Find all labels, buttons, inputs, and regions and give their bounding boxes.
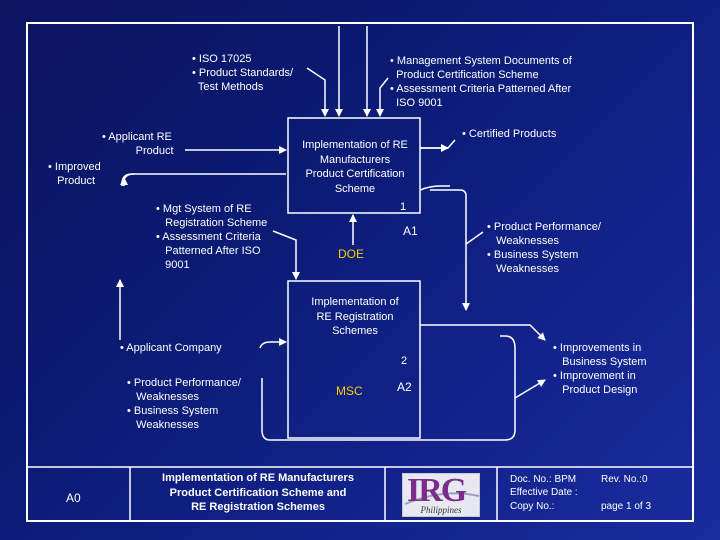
arrow-certified — [420, 139, 456, 149]
footer-rev-no: Rev. No.:0 — [601, 474, 648, 485]
box1-number: 1 — [400, 201, 407, 213]
box1-activity: A1 — [403, 224, 418, 238]
label-improvements: • Improvements in Business System • Impr… — [553, 342, 647, 396]
footer-doc-no: Doc. No.: BPM — [510, 474, 577, 485]
box2-activity: A2 — [397, 380, 412, 394]
diagram-frame — [26, 22, 694, 522]
label-right-performance: • Product Performance/ Weaknesses • Busi… — [487, 221, 601, 275]
input-iso-17025: • ISO 17025 — [192, 53, 252, 65]
process-box-2 — [287, 280, 421, 439]
label-mgt-system: • Mgt System of RE Registration Scheme •… — [156, 203, 268, 271]
box2-mechanism: MSC — [336, 384, 363, 398]
arrow-applicant-company — [259, 338, 287, 349]
arrow-improved-loop — [121, 173, 286, 186]
perf-connector — [465, 231, 484, 245]
label-improved-product: • Improved Product — [48, 161, 101, 187]
logo-swoosh-icon — [404, 492, 479, 505]
footer-page: page 1 of 3 — [601, 501, 652, 512]
logo-subtext: Philippines — [420, 505, 462, 515]
irg-logo: IRG Philippines — [402, 473, 480, 517]
box1-title: Implementation of RE Manufacturers Produ… — [302, 139, 408, 195]
input-mgmt-docs: • Management System Documents of Product… — [390, 55, 572, 81]
label-applicant-re-product: • Applicant RE Product — [102, 131, 174, 157]
input-product-standards: • Product Standards/ Test Methods — [192, 67, 294, 93]
arrow-iso-to-box1 — [306, 67, 329, 117]
arrow-improvements — [420, 324, 546, 341]
footer-node: A0 — [66, 491, 81, 505]
footer-effective-date: Effective Date : — [510, 487, 578, 498]
box1-output-stub — [419, 185, 450, 191]
footer-copy-no: Copy No.: — [510, 501, 555, 512]
input-assessment-criteria: • Assessment Criteria Patterned After IS… — [390, 83, 572, 109]
logo-mark: IRG — [407, 473, 467, 509]
label-left-performance: • Product Performance/ Weaknesses • Busi… — [127, 377, 241, 431]
arrow-mgmt-to-box1 — [376, 77, 389, 117]
box1-mechanism: DOE — [338, 247, 365, 261]
label-applicant-company: • Applicant Company — [120, 342, 222, 354]
loop-box2-right — [420, 335, 516, 441]
arrow-box1-down-right — [430, 189, 470, 311]
arrow-right-improvement — [514, 379, 546, 399]
box2-title: Implementation of RE Registration Scheme… — [311, 296, 399, 337]
loop-box2-left — [261, 378, 271, 441]
box2-number: 2 — [401, 355, 408, 367]
arrow-mgt-to-box2 — [272, 230, 300, 280]
label-certified-products: • Certified Products — [462, 128, 557, 140]
process-box-1 — [287, 117, 421, 214]
footer-title: Implementation of RE Manufacturers Produ… — [162, 472, 354, 513]
